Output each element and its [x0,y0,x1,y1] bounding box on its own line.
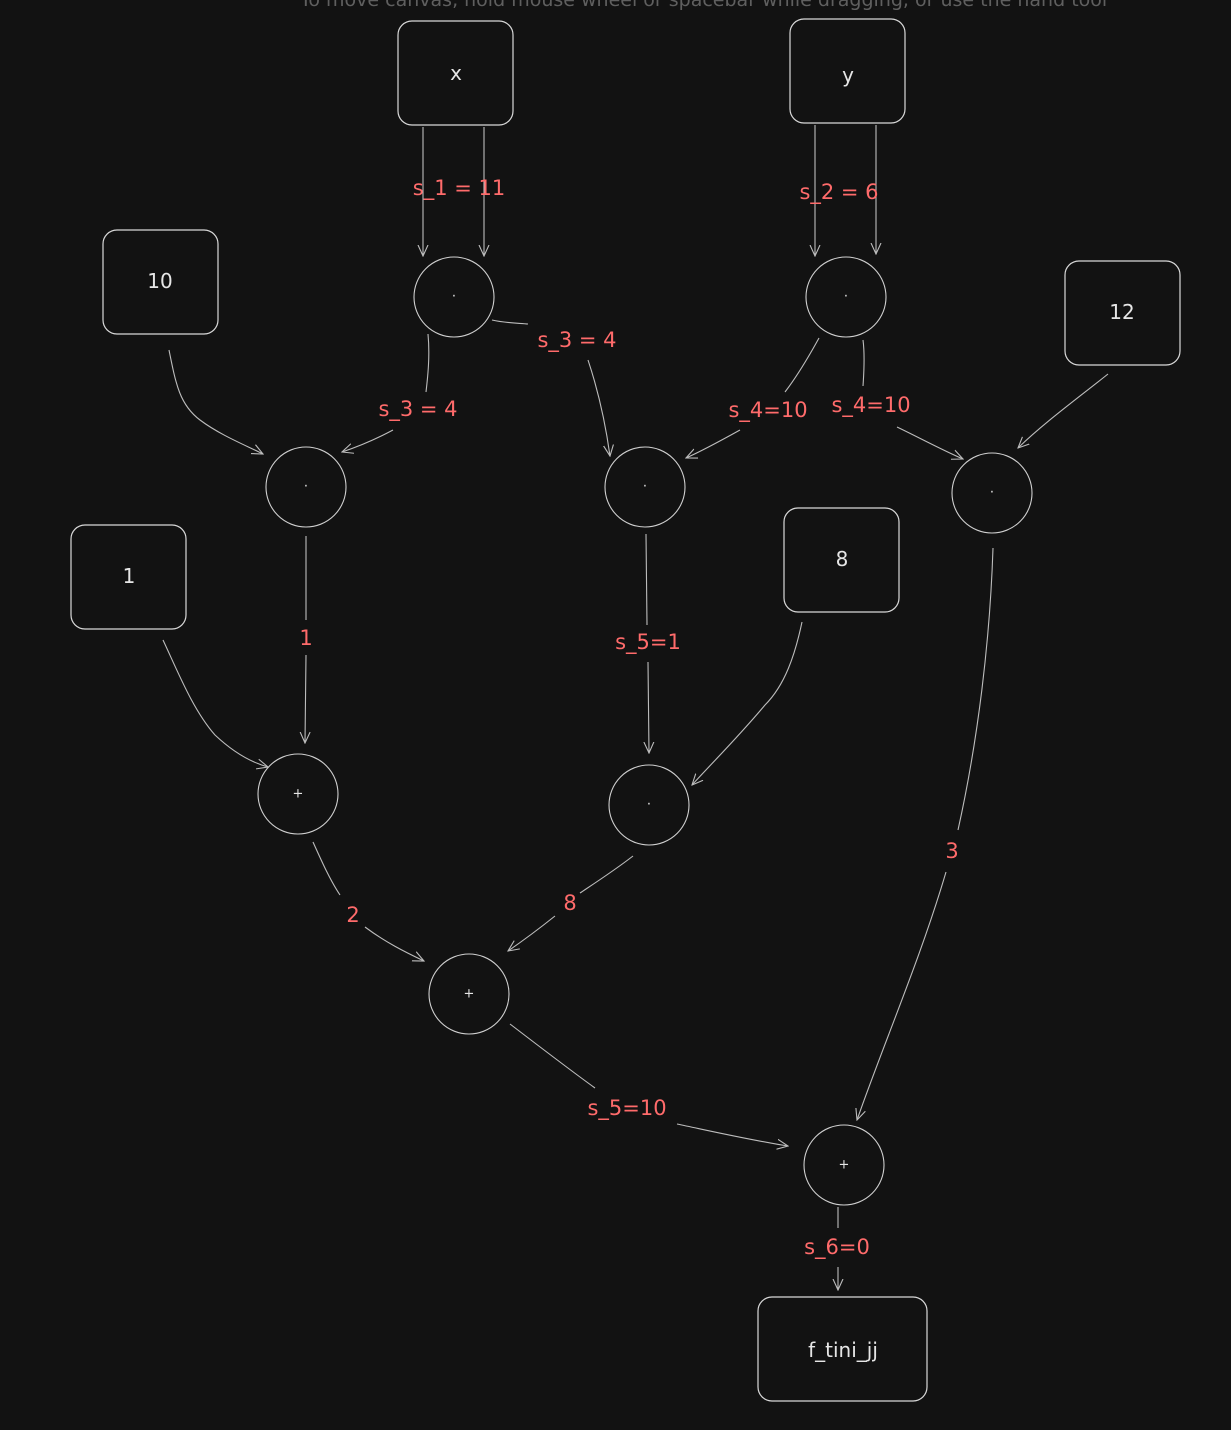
edge-plus-left-to-plus-center[interactable] [312,841,424,961]
node-y-label: y [842,63,854,87]
edge-label-s5-bottom[interactable]: s_5=10 [587,1096,666,1121]
edge-mul-y-to-mul-mid[interactable] [686,337,820,458]
node-constant-12[interactable]: 12 [1064,260,1181,366]
multiply-icon: · [304,480,308,495]
multiply-icon: · [990,486,994,501]
edge-mul-left-to-plus-left[interactable] [305,536,306,743]
edge-label-two[interactable]: 2 [346,903,359,927]
multiply-icon: · [844,290,848,305]
node-constant-10[interactable]: 10 [102,229,219,335]
op-multiply-x[interactable]: · [413,256,495,338]
edge-label-s6[interactable]: s_6=0 [804,1235,870,1260]
node-x-label: x [450,61,462,85]
multiply-icon: · [452,290,456,305]
op-multiply-left[interactable]: · [265,446,347,528]
plus-icon: + [464,987,475,1002]
edges [162,125,1109,1290]
edge-label-three[interactable]: 3 [945,839,958,863]
edge-labels: s_1 = 11 s_2 = 6 s_3 = 4 s_3 = 4 s_4=10 … [299,176,958,1260]
node-y[interactable]: y [789,18,906,124]
node-constant-10-label: 10 [147,269,172,293]
node-output-label: f_tini_jj [808,1338,878,1362]
node-constant-1-label: 1 [123,564,136,588]
edge-mul-right-to-plus-final[interactable] [857,547,994,1120]
edge-plus-center-to-plus-final[interactable] [509,1023,788,1146]
canvas-move-hint: To move canvas, hold mouse wheel or spac… [300,0,1108,11]
edge-label-one[interactable]: 1 [299,626,312,650]
op-plus-final[interactable]: + [803,1124,885,1206]
edge-8-to-mul-8[interactable] [692,621,803,785]
edge-label-s1[interactable]: s_1 = 11 [413,176,505,201]
op-multiply-right[interactable]: · [951,452,1033,534]
node-x[interactable]: x [397,20,514,126]
edge-mul-8-to-plus-center[interactable] [508,855,634,951]
edge-mul-x-to-mul-mid[interactable] [491,319,610,456]
edge-1-to-plus-left[interactable] [162,639,268,767]
edge-12-to-mul-right[interactable] [1018,373,1109,448]
multiply-icon: · [647,798,651,813]
op-plus-left[interactable]: + [257,753,339,835]
node-constant-12-label: 12 [1109,300,1134,324]
edge-label-s3-left[interactable]: s_3 = 4 [378,397,457,422]
edge-mul-x-to-mul-left[interactable] [342,333,430,452]
plus-icon: + [293,787,304,802]
op-multiply-middle[interactable]: · [604,446,686,528]
node-constant-8-label: 8 [836,547,849,571]
edge-mul-y-to-mul-right[interactable] [862,339,963,459]
edge-label-s4-left[interactable]: s_4=10 [728,398,807,423]
edge-label-s3-right[interactable]: s_3 = 4 [537,328,616,353]
node-constant-8[interactable]: 8 [783,507,900,613]
edge-label-s5-mid[interactable]: s_5=1 [615,630,681,655]
edge-label-s4-right[interactable]: s_4=10 [831,393,910,418]
node-output[interactable]: f_tini_jj [757,1296,928,1402]
op-multiply-8[interactable]: · [608,764,690,846]
plus-icon: + [839,1158,850,1173]
node-constant-1[interactable]: 1 [70,524,187,630]
edge-mul-mid-to-mul-8[interactable] [646,533,649,753]
multiply-icon: · [643,480,647,495]
op-plus-center[interactable]: + [428,953,510,1035]
edge-label-s2[interactable]: s_2 = 6 [799,180,878,205]
edge-label-eight[interactable]: 8 [563,891,576,915]
op-multiply-y[interactable]: · [805,256,887,338]
edge-10-to-mul-left[interactable] [168,349,263,454]
